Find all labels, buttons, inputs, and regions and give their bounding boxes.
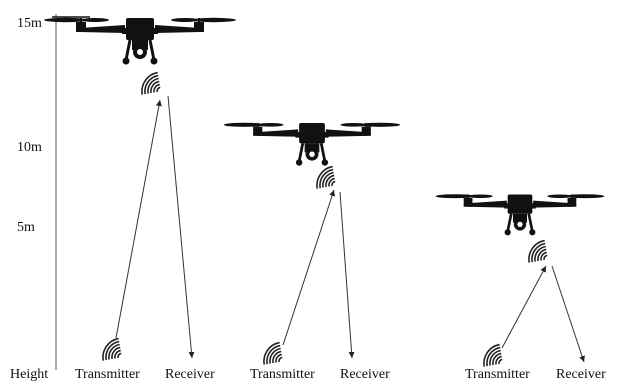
signal-wave-icon [525, 239, 549, 264]
transmitter-label: Transmitter [465, 367, 530, 381]
scene-1: Transmitter Receiver [42, 16, 238, 381]
scene-3: Transmitter Receiver [434, 192, 606, 381]
signal-wave-icon [138, 71, 162, 96]
signal-wave-icon [313, 165, 337, 190]
drone-icon [434, 192, 606, 237]
receiver-label: Receiver [556, 367, 606, 381]
uplink-arrow [501, 265, 547, 349]
tick-15m: 15m [17, 16, 42, 31]
downlink-arrow [167, 95, 195, 359]
tick-5m: 5m [17, 220, 35, 235]
transmitter-label: Transmitter [250, 367, 315, 381]
height-label: Height [10, 367, 48, 381]
uplink-arrow [115, 99, 162, 339]
downlink-arrow [551, 265, 585, 363]
uplink-arrow [282, 189, 335, 346]
drone-icon [42, 16, 238, 66]
scene-2: Transmitter Receiver [222, 121, 402, 381]
receiver-label: Receiver [165, 367, 215, 381]
receiver-label: Receiver [340, 367, 390, 381]
transmitter-wave-icon [480, 343, 504, 368]
transmitter-wave-icon [260, 341, 284, 366]
downlink-arrow [339, 191, 355, 359]
transmitter-label: Transmitter [75, 367, 140, 381]
transmitter-wave-icon [99, 337, 123, 362]
tick-10m: 10m [17, 140, 42, 155]
drone-icon [222, 121, 402, 168]
